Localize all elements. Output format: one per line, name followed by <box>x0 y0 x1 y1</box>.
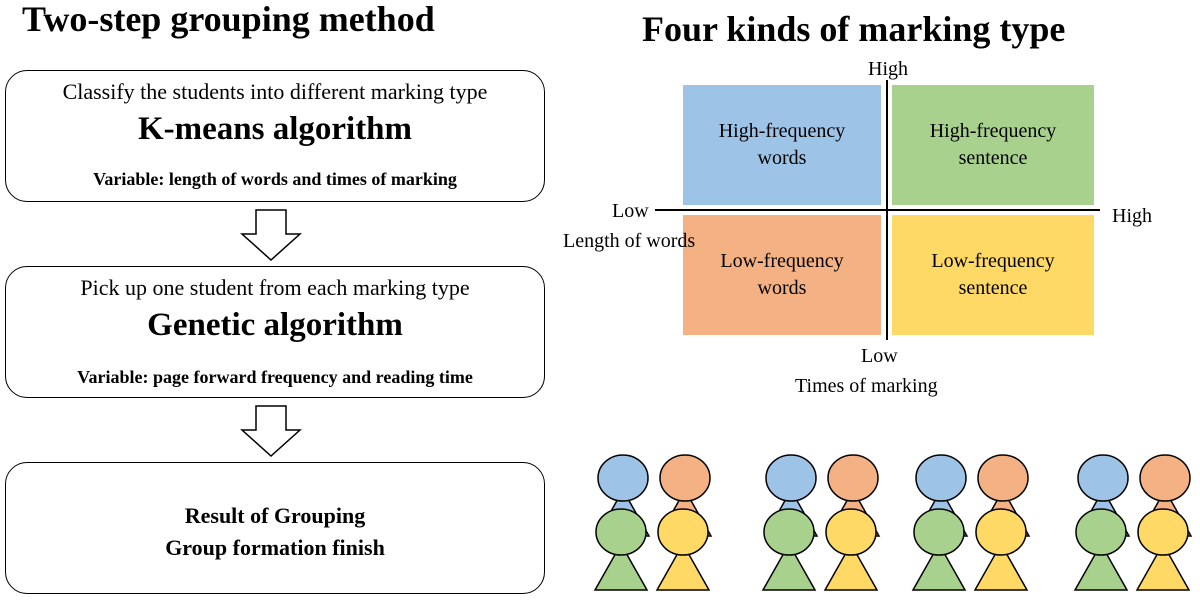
step2-variable: Variable: page forward frequency and rea… <box>77 367 473 387</box>
student-green-icon <box>1073 508 1129 591</box>
student-group <box>761 454 881 591</box>
student-yellow-icon <box>973 508 1029 591</box>
step2-subtitle: Pick up one student from each marking ty… <box>80 275 470 300</box>
step1-subtitle: Classify the students into different mar… <box>62 79 488 104</box>
quadrant-high-frequency-words: High-frequency words <box>683 85 881 205</box>
student-green-icon <box>761 508 817 591</box>
x-axis-high-label: High <box>1112 205 1152 227</box>
right-title: Four kinds of marking type <box>642 9 1066 49</box>
y-axis-high-label: High <box>868 58 908 80</box>
down-arrow-icon <box>240 209 302 262</box>
quadrant-label-line: words <box>757 147 807 169</box>
step2-algorithm: Genetic algorithm <box>147 307 403 343</box>
x-axis-title: Length of words <box>563 230 696 252</box>
x-axis-low-label: Low <box>612 200 649 222</box>
quadrant-label-line: sentence <box>958 277 1028 299</box>
student-yellow-icon <box>823 508 879 591</box>
student-green-icon <box>911 508 967 591</box>
quadrant-label-line: Low-frequency <box>931 250 1055 272</box>
student-groups <box>593 454 1193 591</box>
step1-algorithm: K-means algorithm <box>137 111 413 147</box>
quadrant-low-frequency-words: Low-frequency words <box>683 215 881 335</box>
quadrant-low-frequency-sentence: Low-frequency sentence <box>892 215 1094 335</box>
y-axis-low-label: Low <box>861 345 898 367</box>
quadrant-label-line: High-frequency <box>718 120 846 142</box>
quadrant-label-line: High-frequency <box>929 120 1057 142</box>
y-axis-title: Times of marking <box>795 375 938 397</box>
step1-variable: Variable: length of words and times of m… <box>93 169 457 189</box>
result-line-2: Group formation finish <box>165 535 385 560</box>
student-group <box>1073 454 1193 591</box>
step2-box: Pick up one student from each marking ty… <box>5 266 545 398</box>
result-line-1: Result of Grouping <box>184 503 366 528</box>
quadrant-label-line: Low-frequency <box>720 250 844 272</box>
student-yellow-icon <box>1135 508 1191 591</box>
student-green-icon <box>593 508 649 591</box>
quadrant-label-line: sentence <box>958 147 1028 169</box>
quadrant-label-line: words <box>757 277 807 299</box>
student-group <box>593 454 713 591</box>
student-group <box>911 454 1031 591</box>
horizontal-axis-line <box>655 209 1100 211</box>
student-yellow-icon <box>655 508 711 591</box>
down-arrow-icon <box>240 405 302 458</box>
left-title: Two-step grouping method <box>22 0 435 39</box>
step1-box: Classify the students into different mar… <box>5 70 545 202</box>
result-box: Result of Grouping Group formation finis… <box>5 462 545 594</box>
quadrant-high-frequency-sentence: High-frequency sentence <box>892 85 1094 205</box>
